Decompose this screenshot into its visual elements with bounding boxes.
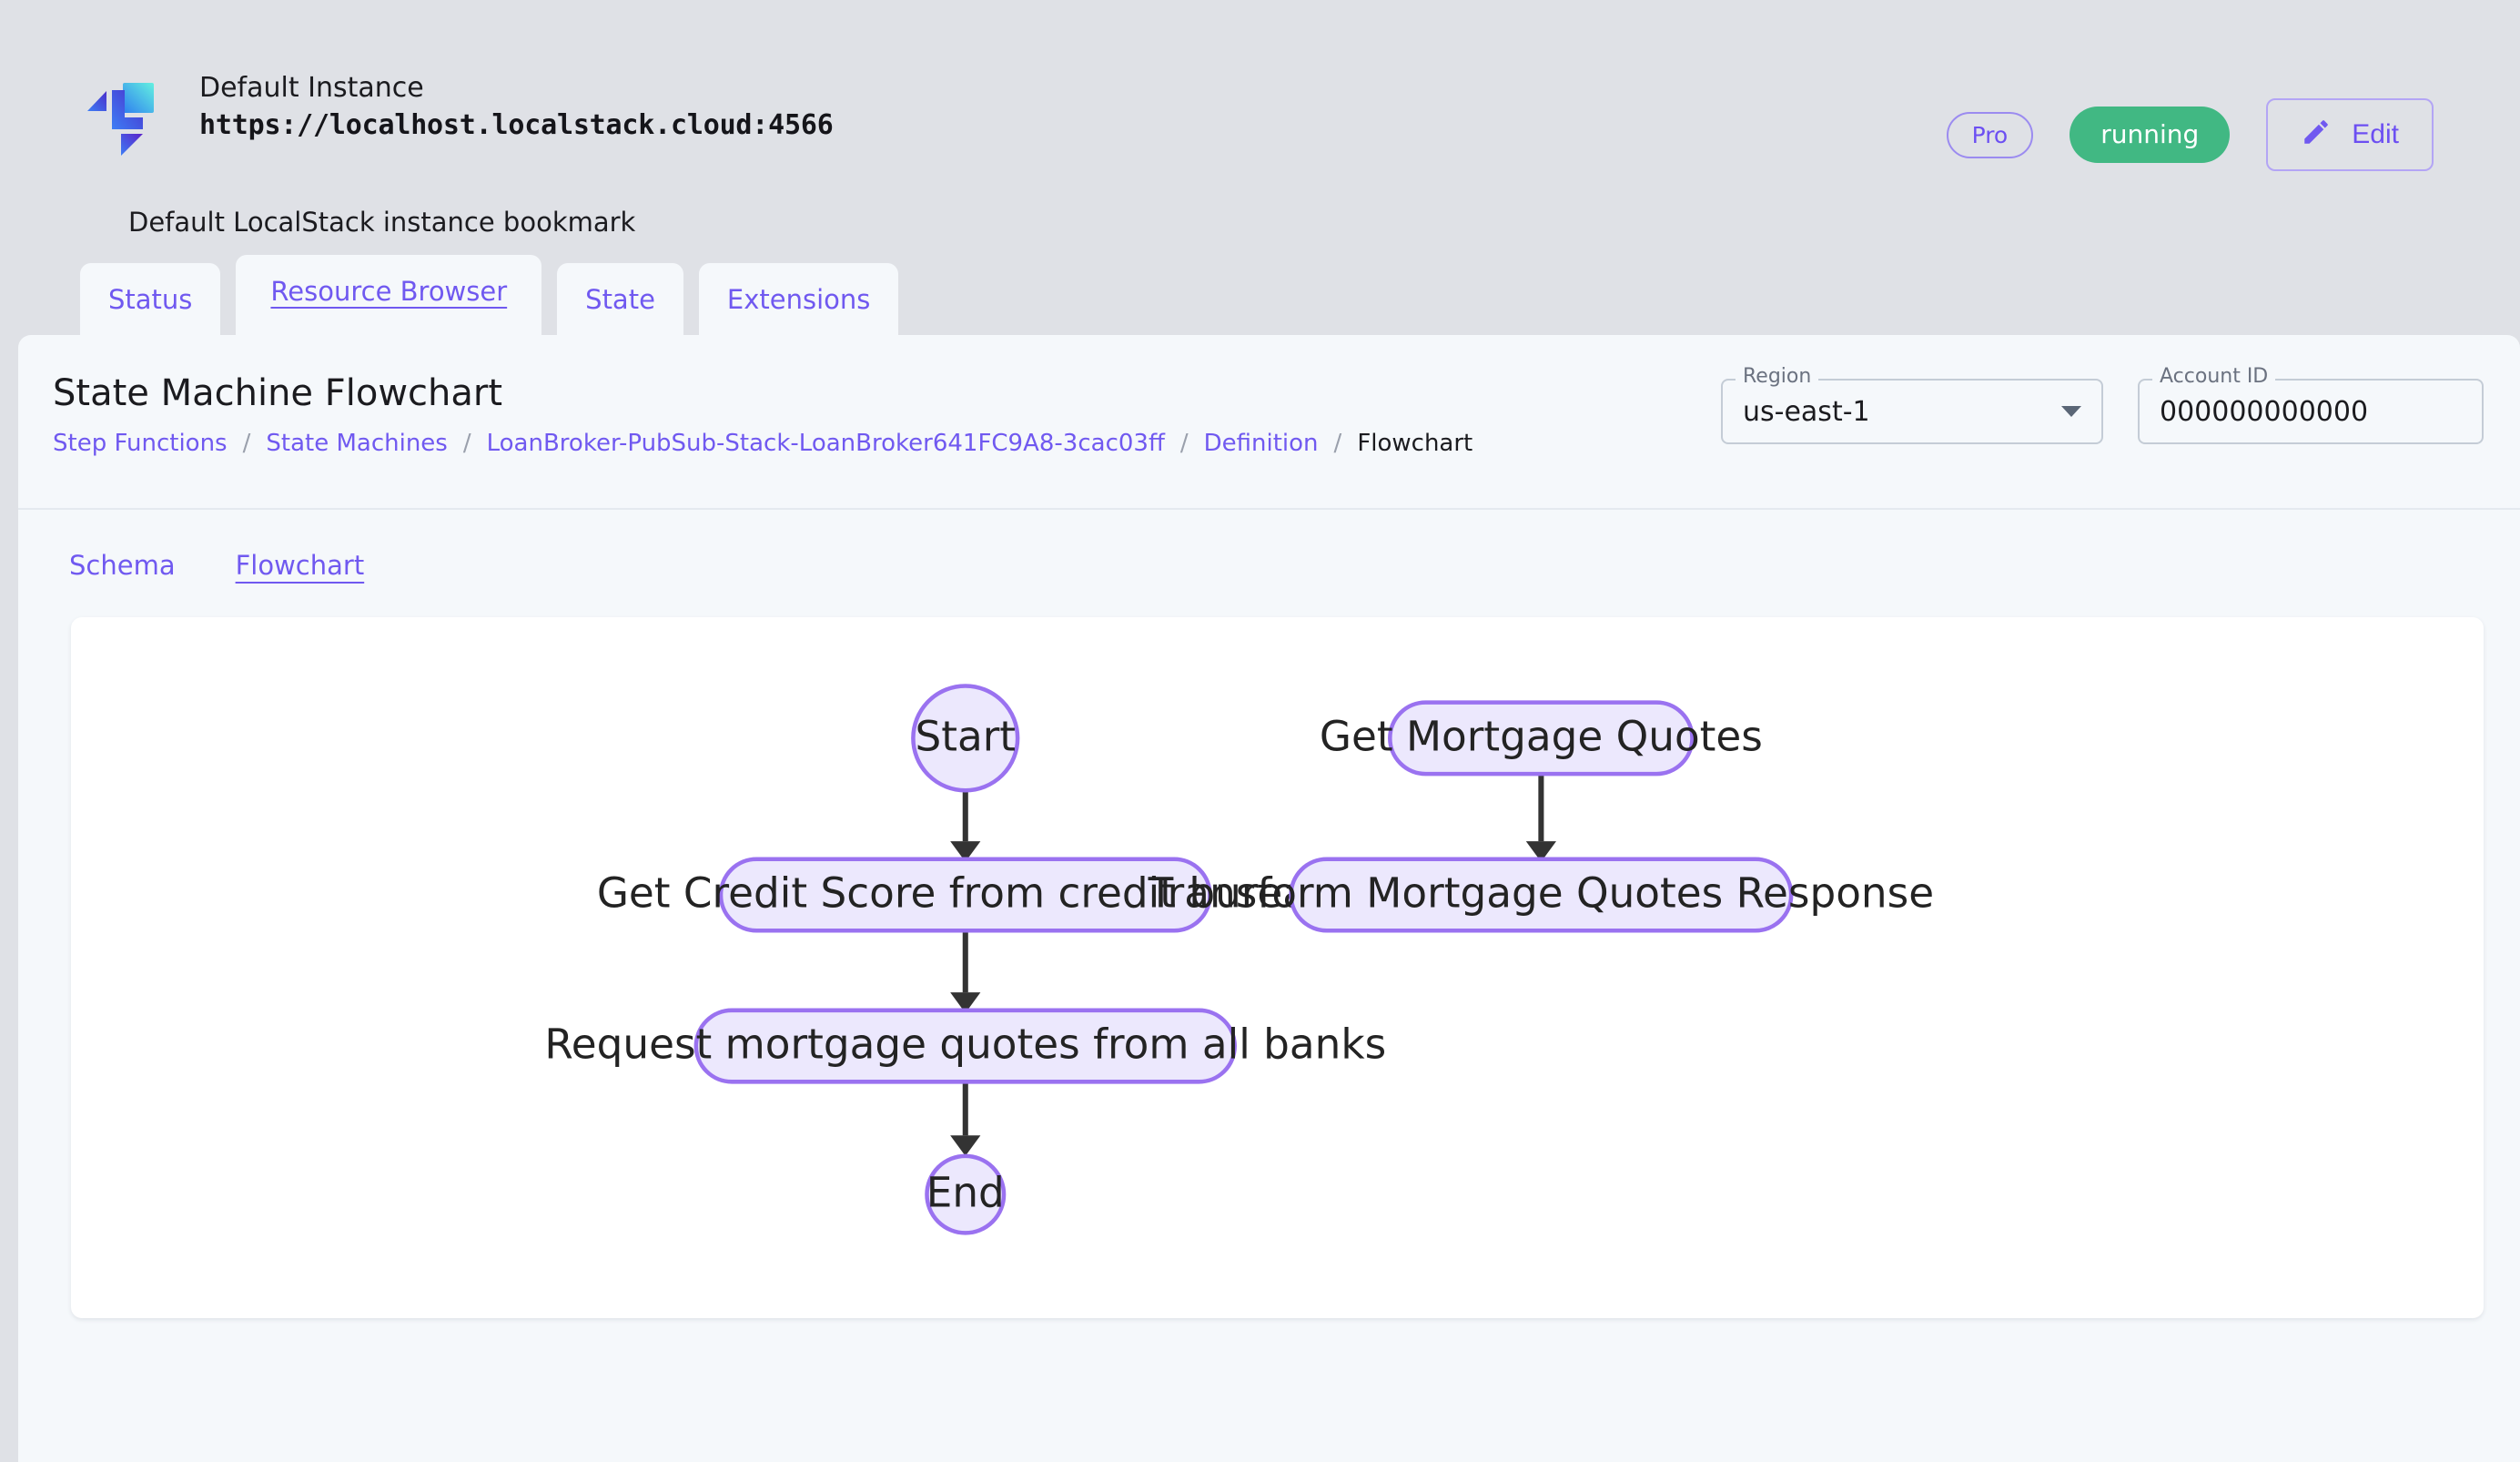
pencil-icon: [2301, 117, 2332, 153]
flowchart-node-get-mortgage-quotes-label: Get Mortgage Quotes: [1320, 712, 1763, 760]
chevron-down-icon: [2061, 406, 2081, 417]
flowchart-node-start-label: Start: [915, 712, 1016, 760]
breadcrumb-separator: /: [1333, 430, 1342, 457]
breadcrumb-separator: /: [462, 430, 471, 457]
edge-arrowhead: [950, 992, 981, 1013]
account-id-value: 000000000000: [2160, 395, 2369, 428]
tab-status[interactable]: Status: [80, 263, 221, 335]
flowchart-node-request-quotes[interactable]: Request mortgage quotes from all banks: [544, 1008, 1386, 1084]
page-title: State Machine Flowchart: [53, 372, 503, 414]
instance-summary: Default Instance https://localhost.local…: [0, 0, 2520, 162]
breadcrumb-item-step-functions[interactable]: Step Functions: [53, 430, 228, 457]
flowchart-node-end[interactable]: End: [925, 1153, 1007, 1235]
page-header: State Machine Flowchart Step Functions /…: [18, 335, 2520, 508]
localstack-logo-icon: [86, 75, 157, 162]
header-actions: Pro running Edit: [1946, 98, 2434, 171]
flowchart-node-end-label: End: [926, 1169, 1005, 1217]
sub-tab-flowchart[interactable]: Flowchart: [235, 549, 365, 581]
region-field[interactable]: Region us-east-1: [1721, 367, 2103, 444]
instance-description: Default LocalStack instance bookmark: [128, 207, 636, 238]
tab-state[interactable]: State: [557, 263, 683, 335]
header-divider: [18, 508, 2520, 510]
breadcrumb-separator: /: [242, 430, 251, 457]
region-select[interactable]: us-east-1: [1721, 379, 2103, 444]
region-label: Region: [1736, 367, 1819, 387]
instance-header: Default Instance https://localhost.local…: [0, 0, 2520, 335]
breadcrumb-item-state-machines[interactable]: State Machines: [266, 430, 448, 457]
tab-status-label: Status: [108, 284, 193, 315]
account-id-field[interactable]: Account ID 000000000000: [2138, 367, 2484, 444]
flowchart-node-get-mortgage-quotes[interactable]: Get Mortgage Quotes: [1320, 700, 1763, 777]
breadcrumb-separator: /: [1179, 430, 1189, 457]
breadcrumb-item-flowchart: Flowchart: [1357, 430, 1473, 457]
flowchart-node-get-credit-score-label: Get Credit Score from credit bureau: [597, 868, 1334, 917]
breadcrumb-item-state-machine-name[interactable]: LoanBroker-PubSub-Stack-LoanBroker641FC9…: [486, 430, 1165, 457]
sub-tabs: Schema Flowchart: [18, 510, 2520, 594]
flowchart-node-request-quotes-label: Request mortgage quotes from all banks: [544, 1020, 1386, 1069]
sub-tab-schema[interactable]: Schema: [69, 549, 176, 581]
main-tabs: Status Resource Browser State Extensions: [80, 255, 899, 335]
edge-arrowhead: [950, 1135, 981, 1156]
scope-fields: Region us-east-1 Account ID 000000000000: [1721, 367, 2484, 444]
edit-button[interactable]: Edit: [2266, 98, 2434, 171]
flowchart-node-transform-response-label: Transform Mortgage Quotes Response: [1148, 868, 1934, 917]
pro-badge[interactable]: Pro: [1946, 111, 2034, 158]
breadcrumb-item-definition[interactable]: Definition: [1203, 430, 1319, 457]
flowchart-edges: [950, 774, 1556, 1156]
edge-arrowhead: [950, 841, 981, 862]
breadcrumb: Step Functions / State Machines / LoanBr…: [53, 430, 2520, 457]
instance-name: Default Instance: [199, 72, 424, 104]
tab-extensions[interactable]: Extensions: [698, 263, 899, 335]
region-value: us-east-1: [1743, 395, 1870, 428]
account-id-input[interactable]: 000000000000: [2138, 379, 2484, 444]
flowchart-node-get-credit-score[interactable]: Get Credit Score from credit bureau: [597, 857, 1334, 933]
instance-endpoint-url: https://localhost.localstack.cloud:4566: [199, 109, 834, 142]
tab-resource-browser[interactable]: Resource Browser: [236, 255, 542, 335]
tab-resource-browser-label: Resource Browser: [270, 276, 508, 307]
edit-button-label: Edit: [2352, 119, 2399, 149]
flowchart-node-transform-response[interactable]: Transform Mortgage Quotes Response: [1148, 857, 1934, 933]
account-id-label: Account ID: [2152, 367, 2276, 387]
status-badge[interactable]: running: [2070, 107, 2231, 163]
tab-extensions-label: Extensions: [726, 284, 871, 315]
state-machine-flowchart[interactable]: Start Get Credit Score from credit burea…: [71, 617, 2484, 1318]
edge-arrowhead: [1525, 841, 1556, 862]
flowchart-node-start[interactable]: Start: [911, 684, 1020, 793]
tab-state-label: State: [585, 284, 655, 315]
flowchart-card: Start Get Credit Score from credit burea…: [71, 617, 2484, 1318]
content-panel: State Machine Flowchart Step Functions /…: [18, 335, 2520, 1462]
